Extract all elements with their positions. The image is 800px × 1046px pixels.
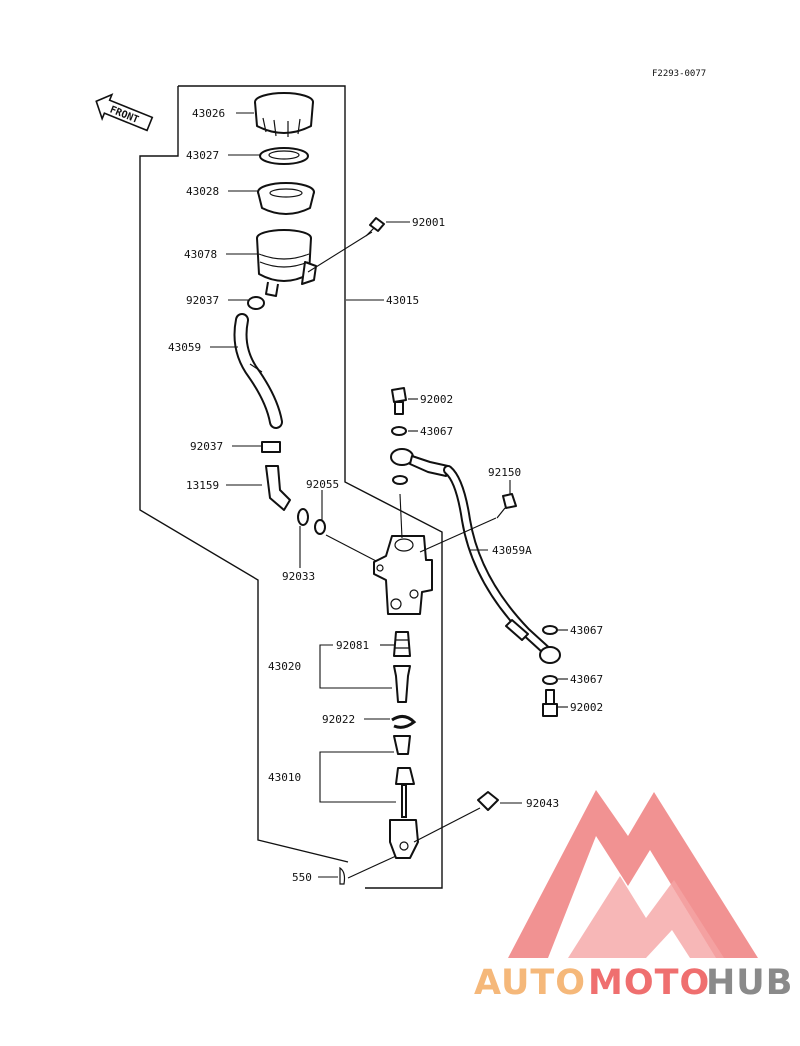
circlip-92022 bbox=[391, 715, 417, 729]
label-43020: 43020 bbox=[268, 660, 301, 673]
banjo-bolt-lower bbox=[542, 689, 558, 717]
piston-spring-92081 bbox=[393, 631, 411, 657]
reservoir-tank bbox=[256, 229, 317, 297]
diaphragm-plate bbox=[259, 147, 309, 165]
leader-92001-link bbox=[307, 231, 373, 273]
label-92033: 92033 bbox=[282, 570, 315, 583]
push-rod bbox=[395, 767, 415, 818]
label-43067-b: 43067 bbox=[570, 624, 603, 637]
label-43059: 43059 bbox=[168, 341, 201, 354]
clevis bbox=[389, 819, 419, 859]
label-43027: 43027 bbox=[186, 149, 219, 162]
leader-92150-link bbox=[419, 517, 497, 553]
label-92001: 92001 bbox=[412, 216, 445, 229]
brand-hub: HUB bbox=[706, 963, 793, 1003]
bolt-92150 bbox=[496, 493, 517, 519]
label-13159: 13159 bbox=[186, 479, 219, 492]
clevis-pin-92043 bbox=[413, 791, 499, 843]
o-ring-92055 bbox=[314, 519, 326, 535]
label-43026: 43026 bbox=[192, 107, 225, 120]
leader-body-link bbox=[399, 493, 403, 539]
assembly-frame bbox=[178, 85, 443, 889]
label-43059A: 43059A bbox=[492, 544, 532, 557]
washer-lower-2 bbox=[542, 675, 558, 685]
label-43067-c: 43067 bbox=[570, 673, 603, 686]
brand-moto: MOTO bbox=[588, 963, 710, 1003]
elbow-fitting bbox=[265, 465, 291, 511]
washer-upper-2 bbox=[392, 475, 408, 485]
label-43028: 43028 bbox=[186, 185, 219, 198]
brake-hose bbox=[390, 448, 561, 664]
leader-550-link bbox=[347, 855, 397, 879]
reservoir-hose bbox=[233, 313, 283, 429]
reservoir-cap bbox=[254, 92, 314, 137]
label-550: 550 bbox=[292, 871, 312, 884]
assembly-frame-left bbox=[139, 86, 349, 863]
automotohub-logo-icon bbox=[508, 790, 758, 958]
bracket-43010 bbox=[319, 751, 396, 803]
brand-auto: AUTO bbox=[474, 963, 586, 1003]
label-92150: 92150 bbox=[488, 466, 521, 479]
leader-seal-link bbox=[325, 534, 379, 563]
label-92037-a: 92037 bbox=[186, 294, 219, 307]
front-arrow-icon: FRONT bbox=[95, 93, 154, 132]
hose-clamp-upper bbox=[247, 296, 265, 310]
hose-clamp-lower bbox=[261, 441, 281, 453]
label-43067-a: 43067 bbox=[420, 425, 453, 438]
diaphragm bbox=[257, 182, 315, 215]
automotohub-wordmark: AUTO MOTO HUB bbox=[474, 963, 793, 1003]
diagram-code: F2293-0077 bbox=[652, 69, 706, 79]
label-92002-b: 92002 bbox=[570, 701, 603, 714]
banjo-bolt-upper bbox=[391, 387, 407, 415]
cotter-pin-550 bbox=[339, 866, 346, 885]
washer-upper-1 bbox=[391, 426, 407, 436]
piston-43020 bbox=[393, 665, 411, 703]
label-92043: 92043 bbox=[526, 797, 559, 810]
label-43078: 43078 bbox=[184, 248, 217, 261]
label-92022: 92022 bbox=[322, 713, 355, 726]
label-92037-b: 92037 bbox=[190, 440, 223, 453]
screw-92001 bbox=[365, 217, 385, 237]
label-43010: 43010 bbox=[268, 771, 301, 784]
label-92055: 92055 bbox=[306, 478, 339, 491]
push-rod-boot bbox=[393, 735, 411, 755]
circlip-92033 bbox=[297, 508, 309, 526]
label-92002-a: 92002 bbox=[420, 393, 453, 406]
washer-lower-1 bbox=[542, 625, 558, 635]
label-43015: 43015 bbox=[386, 294, 419, 307]
label-92081: 92081 bbox=[336, 639, 369, 652]
master-cylinder-body bbox=[373, 535, 433, 615]
bracket-43020 bbox=[319, 644, 392, 689]
